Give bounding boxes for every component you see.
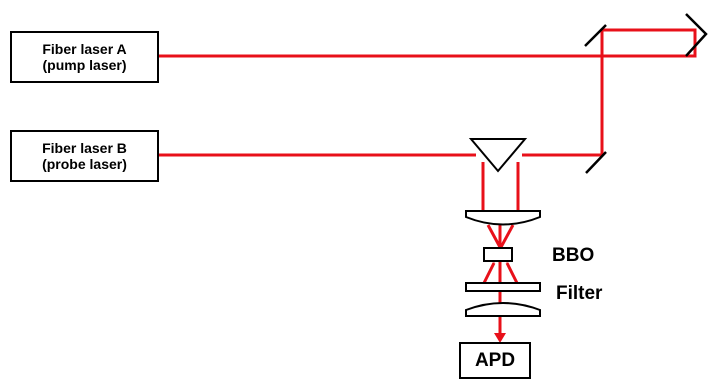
pump-beam-path	[159, 28, 697, 157]
fiber-laser-a-name: Fiber laser A	[42, 40, 127, 57]
beam-diverge-right	[505, 262, 519, 284]
fiber-laser-b-box: Fiber laser B (probe laser)	[10, 130, 159, 182]
mirrors	[584, 13, 708, 174]
fiber-laser-a-box: Fiber laser A (pump laser)	[10, 31, 159, 83]
fiber-laser-b-role: (probe laser)	[42, 156, 127, 172]
mirror-bottom	[585, 151, 607, 174]
filter-plate	[465, 282, 541, 292]
collecting-lens	[465, 302, 541, 317]
prism	[468, 138, 528, 173]
fiber-laser-b-name: Fiber laser B	[42, 139, 127, 156]
bbo-crystal	[483, 247, 513, 262]
bbo-label: BBO	[552, 245, 595, 266]
apd-detector-box: APD	[459, 342, 531, 379]
beam-paths	[159, 28, 697, 337]
beam-diverge-left	[482, 262, 496, 284]
filter-label: Filter	[556, 283, 603, 304]
retro-mirror-right	[685, 13, 708, 57]
fiber-laser-a-role: (pump laser)	[42, 57, 127, 73]
beam-arrowhead	[494, 333, 506, 343]
focusing-lens	[465, 210, 541, 226]
mirror-top-left	[584, 24, 607, 47]
apd-label: APD	[474, 349, 516, 371]
